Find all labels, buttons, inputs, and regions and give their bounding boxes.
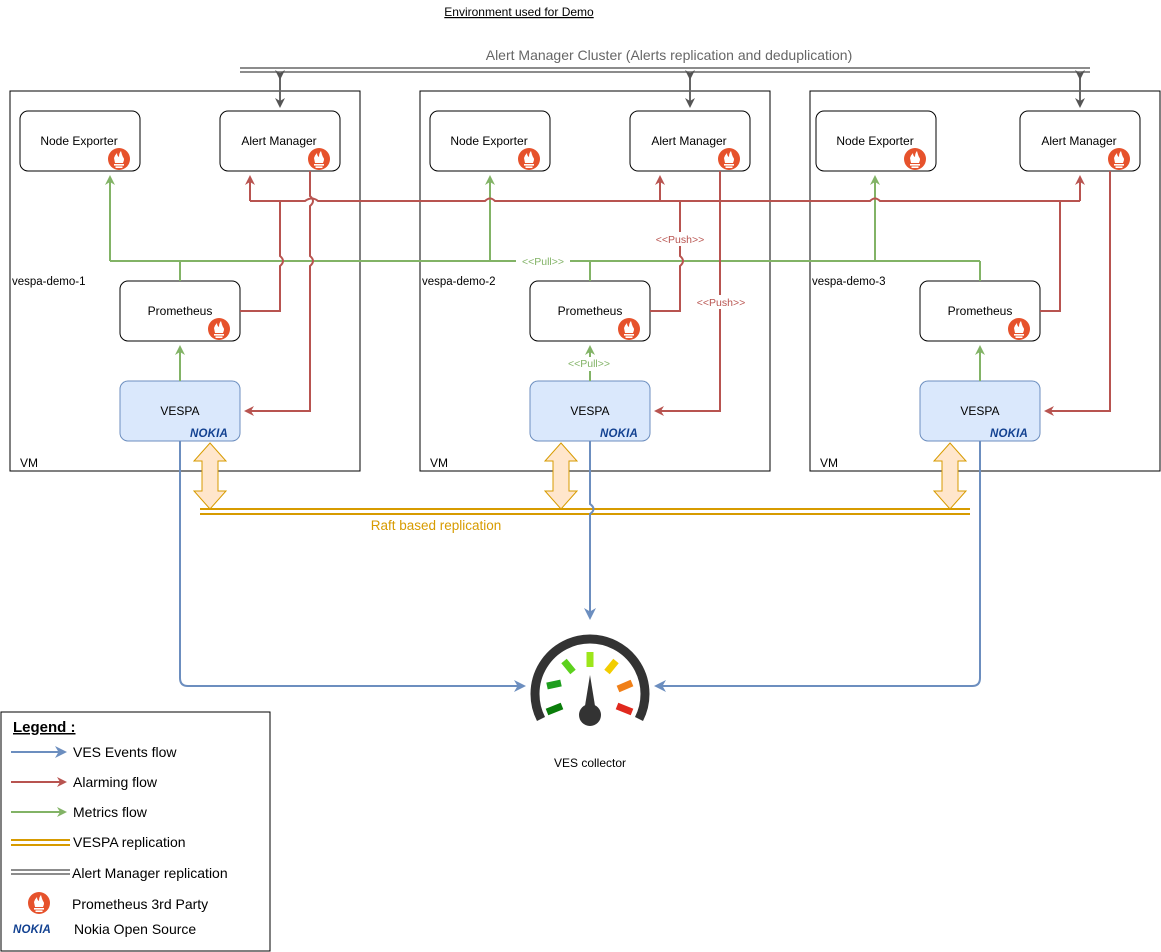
host-label-2: vespa-demo-2	[422, 276, 496, 288]
node-exporter-label-2: Node Exporter	[450, 134, 527, 148]
vespa-label-1: VESPA	[160, 404, 199, 418]
nokia-logo: NOKIA	[190, 428, 228, 440]
legend-title: Legend :	[13, 719, 76, 736]
pull-label-top: <<Pull>>	[522, 256, 564, 268]
ves-events-flow	[179, 441, 981, 692]
vespa-label-3: VESPA	[960, 404, 999, 418]
prometheus-icon	[208, 318, 230, 340]
pull-local-label-bg	[562, 357, 616, 371]
prometheus-label-2: Prometheus	[558, 304, 623, 318]
host-label-3: vespa-demo-3	[812, 276, 886, 288]
prometheus-icon	[618, 318, 640, 340]
legend-item-label: Alert Manager replication	[72, 865, 228, 881]
pull-label-bg	[516, 254, 570, 268]
alert-manager-label-3: Alert Manager	[1041, 134, 1116, 148]
push-label-top: <<Push>>	[656, 234, 704, 246]
prometheus-icon	[1108, 148, 1130, 170]
replication-double-arrows	[192, 442, 968, 510]
alert-manager-label-1: Alert Manager	[241, 134, 316, 148]
prometheus-label-3: Prometheus	[948, 304, 1013, 318]
nokia-logo: NOKIA	[990, 428, 1028, 440]
prometheus-icon	[108, 148, 130, 170]
legend-item-label: Metrics flow	[73, 804, 148, 820]
push-label-side: <<Push>>	[697, 297, 745, 309]
legend-gray-double-line	[11, 869, 70, 875]
prometheus-icon	[1008, 318, 1030, 340]
node-exporter-label-3: Node Exporter	[836, 134, 913, 148]
vm-label-1: VM	[20, 456, 38, 470]
alarming-flow	[240, 171, 1111, 416]
raft-label: Raft based replication	[371, 518, 502, 533]
push-top-label-bg	[650, 232, 710, 246]
pull-label-local: <<Pull>>	[568, 358, 610, 370]
prometheus-label-1: Prometheus	[148, 304, 213, 318]
vespa-label-2: VESPA	[570, 404, 609, 418]
collector-label: VES collector	[554, 756, 626, 770]
vm-label-3: VM	[820, 456, 838, 470]
alert-cluster-arrows	[275, 70, 1085, 108]
vm-label-2: VM	[430, 456, 448, 470]
raft-replication-bus	[200, 508, 970, 515]
prometheus-icon	[28, 892, 50, 914]
prometheus-icon	[308, 148, 330, 170]
prometheus-icon	[518, 148, 540, 170]
host-label-1: vespa-demo-1	[12, 276, 86, 288]
legend-item-label: Prometheus 3rd Party	[72, 896, 208, 912]
legend-gold-double-line	[11, 839, 70, 846]
prometheus-icon	[904, 148, 926, 170]
node-exporter-label-1: Node Exporter	[40, 134, 117, 148]
prometheus-icon	[718, 148, 740, 170]
gauge-icon	[530, 634, 650, 726]
push-side-label-bg	[691, 295, 751, 309]
legend-item-label: VESPA replication	[73, 834, 186, 850]
page-title: Environment used for Demo	[444, 5, 594, 19]
legend-item-label: Alarming flow	[73, 774, 158, 790]
alert-manager-label-2: Alert Manager	[651, 134, 726, 148]
alert-cluster-label: Alert Manager Cluster (Alerts replicatio…	[486, 47, 853, 63]
legend-item-label: Nokia Open Source	[74, 921, 196, 937]
nokia-logo: NOKIA	[600, 428, 638, 440]
legend-item-label: VES Events flow	[73, 744, 177, 760]
nokia-logo: NOKIA	[13, 924, 51, 936]
